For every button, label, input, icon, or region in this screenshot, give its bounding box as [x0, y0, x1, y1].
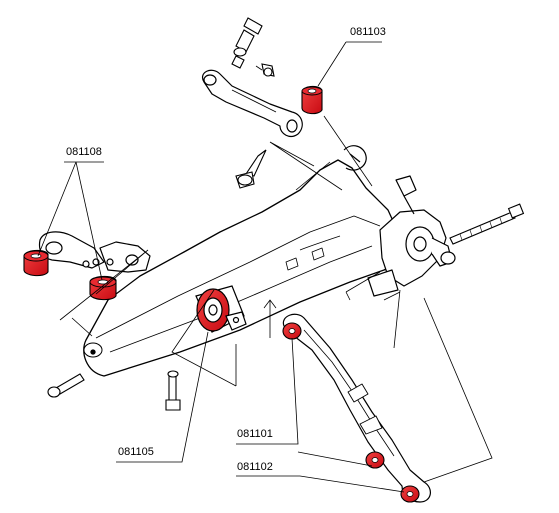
bushing-081102-b	[400, 485, 420, 503]
label-081101: 081101	[237, 428, 273, 440]
lower-control-arm	[282, 313, 431, 503]
leader-lines	[37, 41, 493, 493]
bushing-081101	[282, 322, 302, 340]
upper-bolt-assembly	[231, 17, 275, 77]
hub-knuckle	[367, 175, 456, 297]
hub-bolt	[449, 203, 525, 245]
lower-left-bolt	[47, 373, 85, 398]
label-081105: 081105	[118, 446, 154, 458]
spring-seat	[343, 145, 367, 171]
label-081103: 081103	[350, 26, 386, 38]
bushing-081103	[301, 85, 323, 115]
bushing-081102-a	[365, 451, 385, 469]
center-bolt	[235, 149, 267, 189]
subframe-bushing-mount	[195, 285, 247, 333]
left-bracket	[38, 231, 151, 273]
trailing-arm	[83, 159, 403, 377]
upper-link-arm	[202, 69, 303, 138]
lower-center-bolt	[165, 370, 181, 411]
bushing-081108-a	[23, 249, 49, 277]
label-081102: 081102	[237, 461, 273, 473]
label-081108: 081108	[66, 146, 102, 158]
